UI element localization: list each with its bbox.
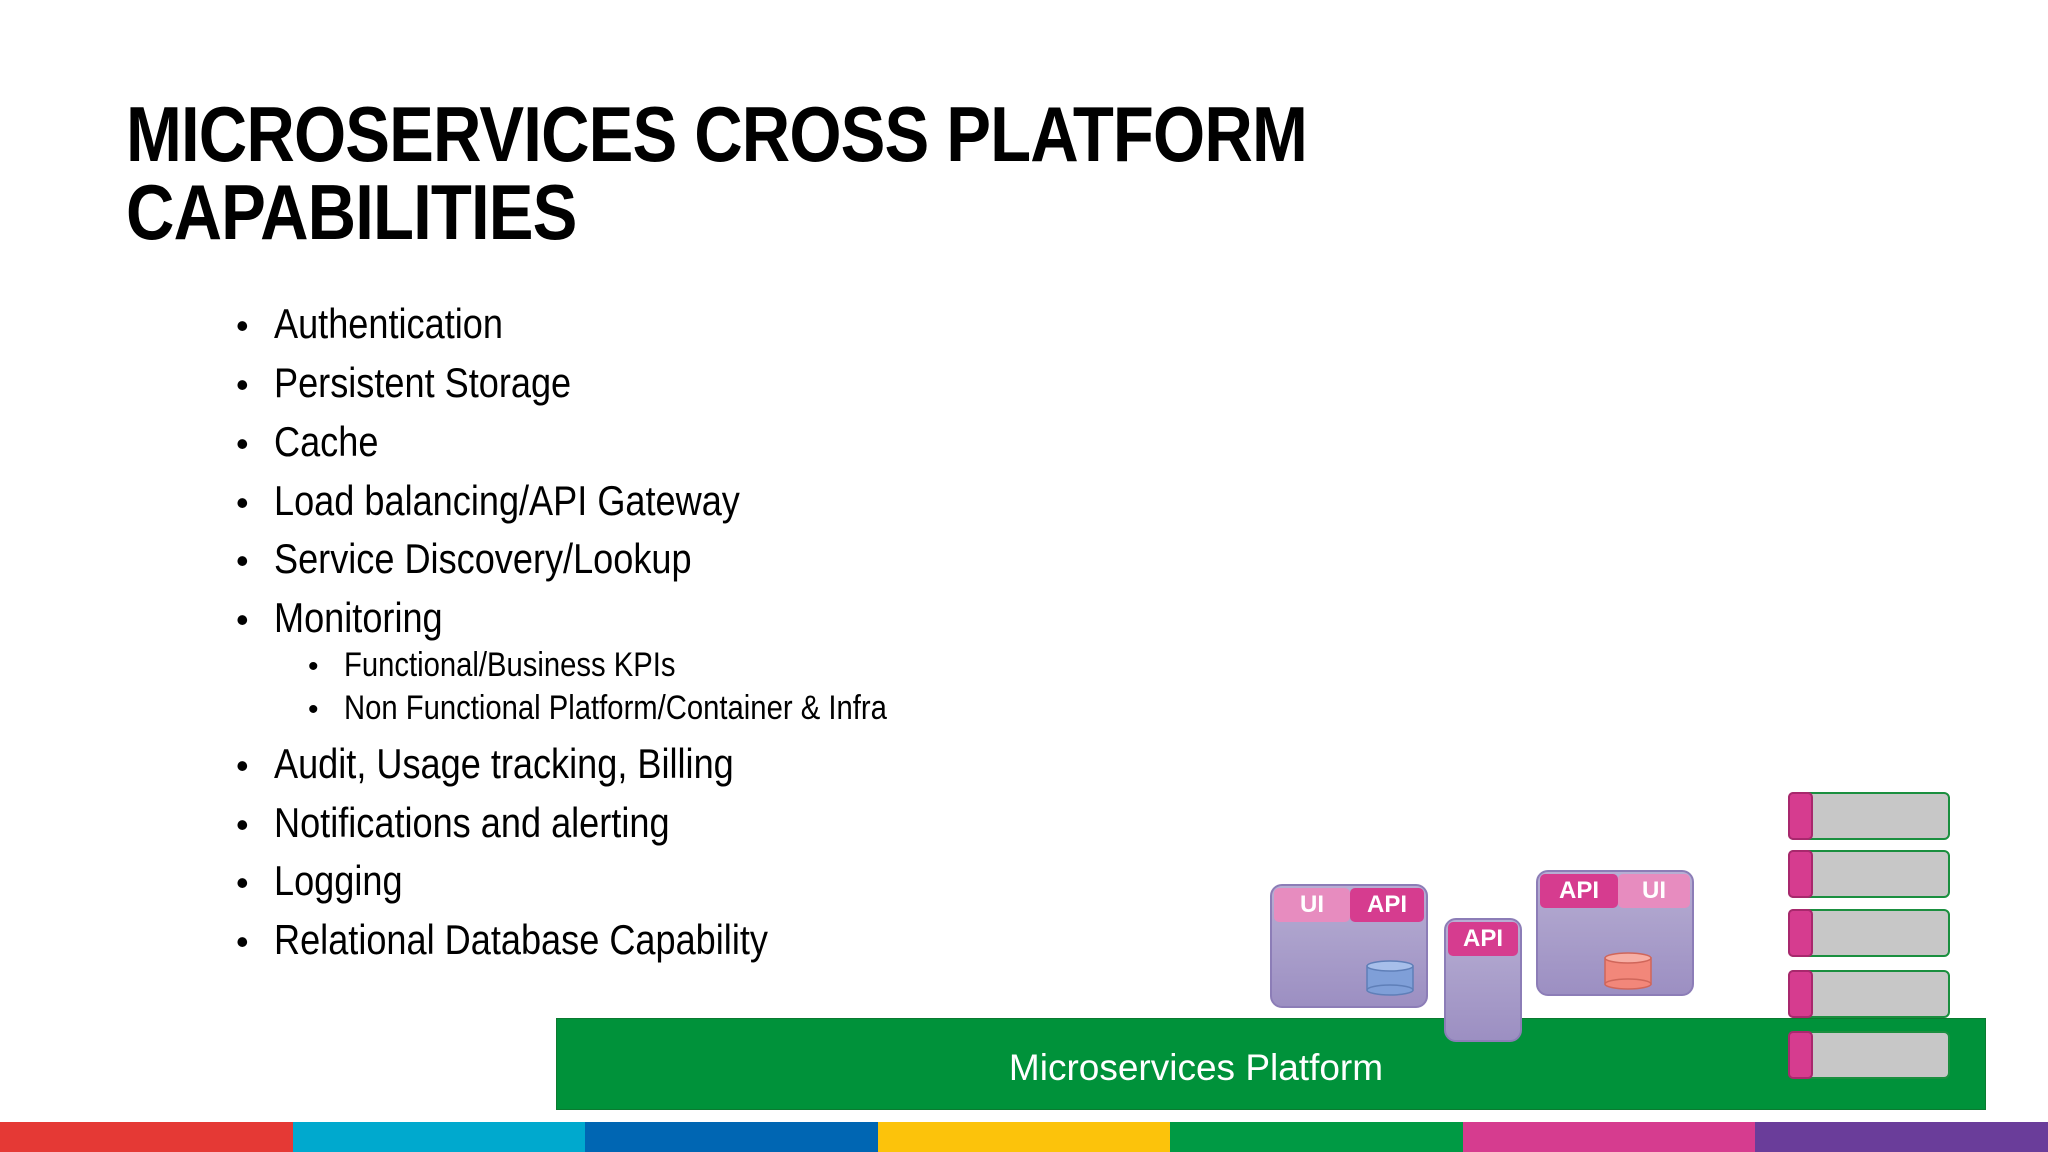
slide-title: MICROSERVICES CROSS PLATFORM CAPABILITIE…	[126, 95, 1330, 251]
stack-item	[1788, 850, 1950, 898]
platform-label: Microservices Platform	[1008, 1047, 1384, 1088]
bullet-item: • Relational Database Capability	[236, 916, 848, 966]
bullet-dot: •	[236, 423, 249, 464]
bullet-item: • Persistent Storage	[236, 359, 620, 409]
color-band-magenta	[1462, 1122, 1756, 1152]
bullet-text: Authentication	[274, 300, 503, 347]
microservices-platform-bar: Microservices Platform	[556, 1018, 1986, 1110]
bullet-dot: •	[236, 862, 249, 903]
api-tag: API	[1350, 888, 1424, 922]
bullet-text: Cache	[274, 418, 379, 465]
color-band-yellow	[877, 1122, 1171, 1152]
sub-bullet-text: Non Functional Platform/Container & Infr…	[344, 689, 887, 727]
service-box-ui-api: UI API	[1270, 884, 1428, 1008]
bullet-item: • Logging	[236, 857, 423, 907]
ui-tag: UI	[1274, 888, 1350, 922]
bullet-item: • Notifications and alerting	[236, 799, 734, 849]
bullet-text: Logging	[274, 857, 403, 904]
stack-item	[1788, 909, 1950, 957]
service-box-api: API	[1444, 918, 1522, 1042]
bullet-list: • Authentication • Persistent Storage • Cac…	[0, 0, 1000, 1000]
bullet-item: • Service Discovery/Lookup	[236, 535, 760, 585]
stack-item	[1788, 792, 1950, 840]
stack-flag	[1788, 970, 1813, 1018]
bullet-text: Relational Database Capability	[274, 916, 768, 963]
bullet-dot: •	[308, 650, 319, 683]
ui-tag: UI	[1618, 874, 1690, 908]
stack-item	[1788, 970, 1950, 1018]
bullet-text: Monitoring	[274, 594, 443, 641]
bullet-text: Notifications and alerting	[274, 799, 670, 846]
bullet-dot: •	[236, 745, 249, 786]
slide-title-line2: CAPABILITIES	[126, 168, 577, 256]
stack-flag	[1788, 850, 1813, 898]
bullet-item: • Authentication	[236, 300, 540, 350]
slide-title-line1: MICROSERVICES CROSS PLATFORM	[126, 90, 1308, 178]
service-box-api-ui: API UI	[1536, 870, 1694, 996]
color-band-red	[0, 1122, 293, 1152]
api-tag: API	[1448, 922, 1518, 956]
bullet-dot: •	[236, 482, 249, 523]
bullet-item: • Monitoring	[236, 594, 470, 644]
sub-bullet-item: • Non Functional Platform/Container & Inf…	[308, 689, 975, 729]
bullet-dot: •	[236, 599, 249, 640]
api-tag: API	[1540, 874, 1618, 908]
bullet-dot: •	[236, 804, 249, 845]
bullet-dot: •	[236, 921, 249, 962]
stack-flag	[1788, 1031, 1813, 1079]
bullet-dot: •	[236, 305, 249, 346]
bullet-text: Service Discovery/Lookup	[274, 535, 692, 582]
database-icon	[1366, 960, 1414, 996]
color-band-purple	[1755, 1122, 2048, 1152]
color-band-green	[1170, 1122, 1463, 1152]
sub-bullet-item: • Functional/Business KPIs	[308, 646, 730, 686]
bullet-text: Load balancing/API Gateway	[274, 477, 740, 524]
bullet-text: Audit, Usage tracking, Billing	[274, 740, 734, 787]
bullet-item: • Cache	[236, 418, 395, 468]
bullet-dot: •	[236, 540, 249, 581]
sub-bullet-text: Functional/Business KPIs	[344, 646, 676, 684]
color-band-cyan	[292, 1122, 586, 1152]
stack-flag	[1788, 909, 1813, 957]
bullet-dot: •	[308, 693, 319, 726]
database-icon	[1604, 952, 1652, 990]
stack-item	[1788, 1031, 1950, 1079]
bullet-text: Persistent Storage	[274, 359, 572, 406]
bullet-item: • Load balancing/API Gateway	[236, 477, 816, 527]
bullet-item: • Audit, Usage tracking, Billing	[236, 740, 809, 790]
color-band-blue	[585, 1122, 878, 1152]
bullet-dot: •	[236, 364, 249, 405]
bottom-color-bar	[0, 1122, 2048, 1152]
stack-flag	[1788, 792, 1813, 840]
